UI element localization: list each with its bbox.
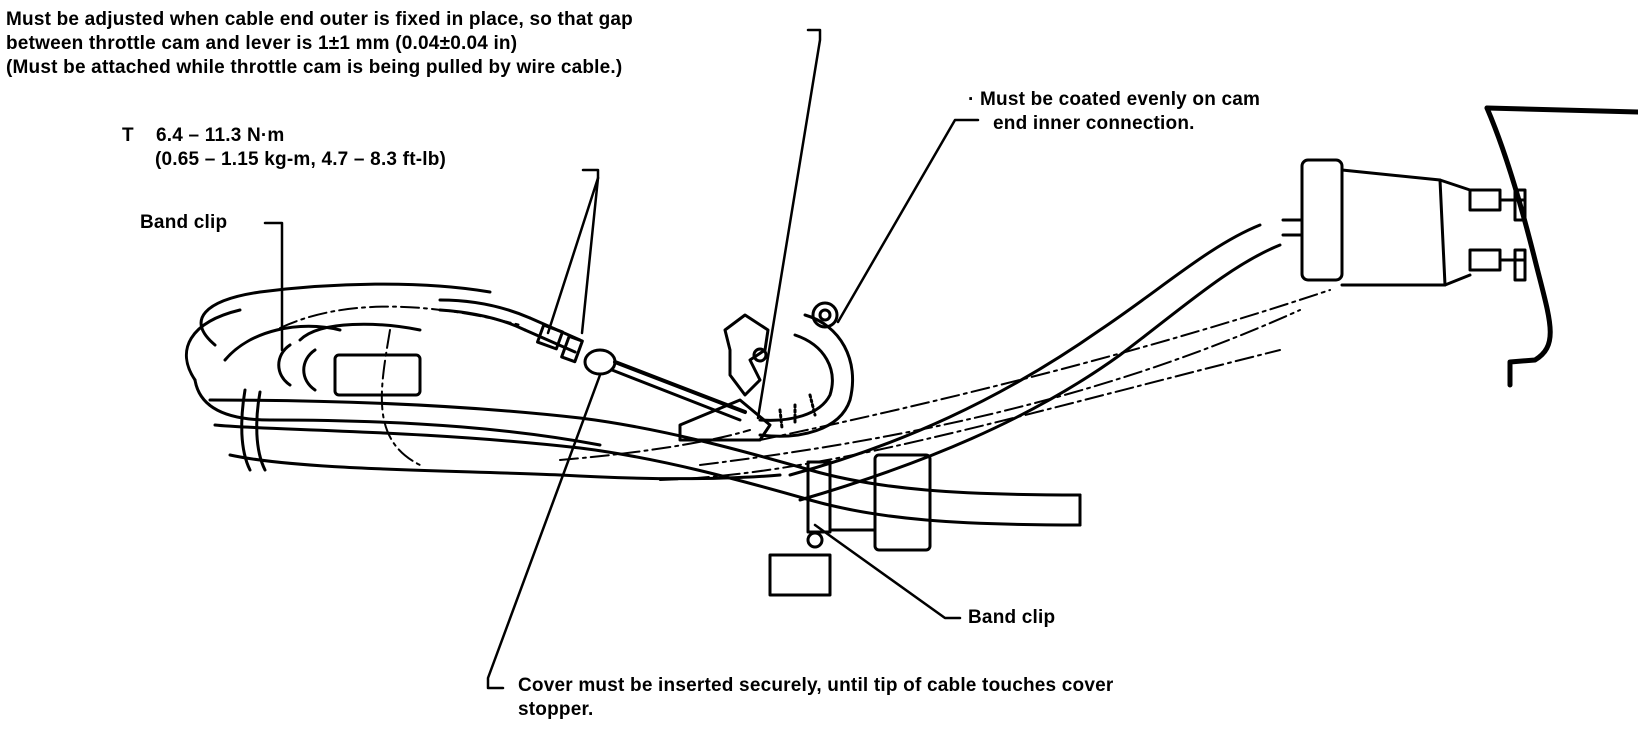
phantom-lines <box>279 289 1331 481</box>
cover-note-line-2: stopper. <box>518 699 594 720</box>
band-clip-left-label: Band clip <box>140 212 228 233</box>
coating-note-line-2: end inner connection. <box>993 113 1195 134</box>
adjustment-note-line-2: between throttle cam and lever is 1±1 mm… <box>6 33 518 54</box>
coating-note: · Must be coated evenly on cam end inner… <box>968 88 1260 136</box>
torque-metric: 6.4 – 11.3 N·m <box>156 125 285 146</box>
torque-spec: T 6.4 – 11.3 N·m (0.65 – 1.15 kg-m, 4.7 –… <box>122 124 446 172</box>
torque-symbol: T <box>122 125 134 146</box>
hose-bundle <box>184 223 1282 527</box>
cover-note: Cover must be inserted securely, until t… <box>518 674 1113 722</box>
leader-lines <box>263 28 980 690</box>
adjustment-note-line-1: Must be adjusted when cable end outer is… <box>6 9 633 30</box>
lower-bracket <box>768 453 932 597</box>
torque-imperial: (0.65 – 1.15 kg-m, 4.7 – 8.3 ft-lb) <box>155 149 447 170</box>
adjustment-note: Must be adjusted when cable end outer is… <box>6 8 633 80</box>
actuator <box>1281 158 1527 287</box>
adjustment-note-line-3: (Must be attached while throttle cam is … <box>6 57 623 78</box>
mounting-bracket <box>1484 105 1638 388</box>
left-loop <box>223 322 422 472</box>
cover-note-line-1: Cover must be inserted securely, until t… <box>518 675 1114 696</box>
band-clip-right-label: Band clip <box>968 607 1056 628</box>
coating-note-line-1: · Must be coated evenly on cam <box>968 89 1261 110</box>
throttle-cam <box>678 301 855 442</box>
